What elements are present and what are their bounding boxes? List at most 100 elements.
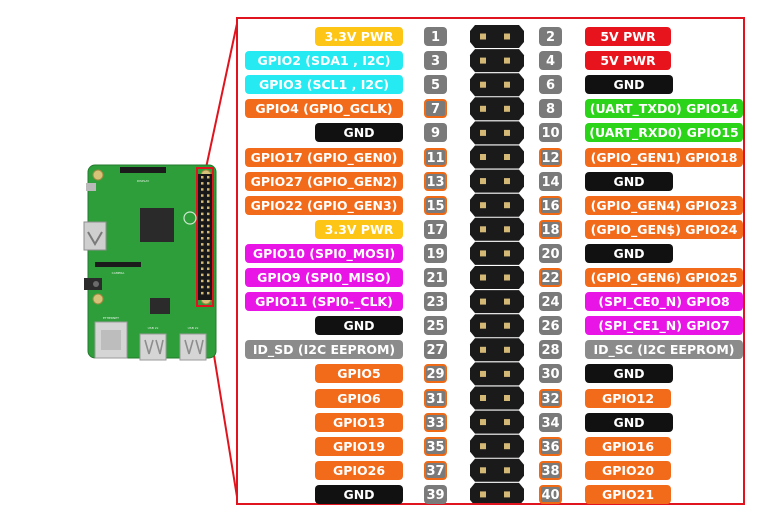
pin-label-38: GPIO20 xyxy=(585,460,671,480)
camera-label: CAMERA xyxy=(112,271,126,275)
pin-label-9: GND xyxy=(315,123,403,143)
pin-label-13: GPIO27 (GPIO_GEN2) xyxy=(245,171,403,191)
header-pin-20 xyxy=(504,250,510,257)
pin-number-18: 18 xyxy=(539,219,562,239)
header-row-2 xyxy=(470,49,524,73)
pin-number-10: 10 xyxy=(539,123,562,143)
header-row-9 xyxy=(470,217,524,241)
board-pin-9 xyxy=(201,200,204,203)
board-pin-1 xyxy=(201,176,204,179)
header-pin-11 xyxy=(480,154,486,160)
header-pin-18 xyxy=(504,226,510,233)
header-pin-21 xyxy=(480,274,486,281)
usb-controller-chip xyxy=(150,298,170,314)
header-row-16 xyxy=(470,386,524,410)
header-row-20 xyxy=(470,482,524,503)
pin-number-12: 12 xyxy=(539,147,562,167)
pin-label-20: GND xyxy=(585,243,673,263)
header-pin-38 xyxy=(504,467,510,474)
raspberry-logo-icon xyxy=(183,211,197,225)
pin-label-10: (UART_RXD0) GPIO15 xyxy=(585,123,743,143)
board-pin-26 xyxy=(207,249,210,252)
header-row-8 xyxy=(470,193,524,217)
header-pin-30 xyxy=(504,370,510,377)
header-pin-23 xyxy=(480,298,486,305)
pin-label-25: GND xyxy=(315,316,403,336)
pin-label-40: GPIO21 xyxy=(585,484,671,504)
pin-number-36: 36 xyxy=(539,436,562,456)
usb-port-right-shape xyxy=(184,339,204,355)
pin-number-4: 4 xyxy=(539,51,562,71)
board-pin-24 xyxy=(207,243,210,246)
board-pin-33 xyxy=(201,273,204,277)
board-pin-17 xyxy=(201,224,204,228)
board-pin-3 xyxy=(201,182,204,185)
mounting-hole xyxy=(92,169,104,181)
header-row-1 xyxy=(470,25,524,48)
pin-label-6: GND xyxy=(585,75,673,95)
board-pin-2 xyxy=(207,176,210,179)
pin-number-27: 27 xyxy=(424,340,447,360)
header-pin-22 xyxy=(504,274,510,281)
pin-number-25: 25 xyxy=(424,316,447,336)
header-row-7 xyxy=(470,169,524,193)
header-pin-1 xyxy=(480,33,486,40)
header-row-5 xyxy=(470,121,524,145)
board-pin-40 xyxy=(207,291,210,295)
pin-number-2: 2 xyxy=(539,27,562,46)
board-pin-34 xyxy=(207,273,210,277)
pin-number-17: 17 xyxy=(424,219,447,239)
header-pin-26 xyxy=(504,322,510,329)
pin-label-22: (GPIO_GEN6) GPIO25 xyxy=(585,268,743,287)
pin-number-3: 3 xyxy=(424,51,447,71)
pin-number-5: 5 xyxy=(424,75,447,95)
header-row-17 xyxy=(470,410,524,434)
board-pin-15 xyxy=(201,218,204,222)
hdmi-port xyxy=(83,221,107,251)
callout-line-top xyxy=(205,18,239,169)
pin-number-20: 20 xyxy=(539,243,562,263)
header-pin-13 xyxy=(480,178,486,185)
header-pin-37 xyxy=(480,467,486,474)
pin-label-29: GPIO5 xyxy=(315,364,403,384)
pin-label-16: (GPIO_GEN4) GPIO23 xyxy=(585,195,743,215)
header-pin-40 xyxy=(504,491,510,498)
pin-number-38: 38 xyxy=(539,460,562,480)
usb-port-left-shape xyxy=(144,339,164,355)
pin-number-21: 21 xyxy=(424,268,447,287)
pin-number-7: 7 xyxy=(424,99,447,119)
header-row-14 xyxy=(470,338,524,362)
pin-label-1: 3.3V PWR xyxy=(315,27,403,46)
header-pin-33 xyxy=(480,419,486,426)
pin-label-31: GPIO6 xyxy=(315,388,403,408)
board-pin-7 xyxy=(201,194,204,197)
pin-label-27: ID_SD (I2C EEPROM) xyxy=(245,340,403,360)
header-pin-12 xyxy=(504,154,510,160)
pin-number-32: 32 xyxy=(539,388,562,408)
board-pin-13 xyxy=(201,212,204,216)
board-pin-29 xyxy=(201,261,204,264)
pin-label-32: GPIO12 xyxy=(585,388,671,408)
soc-chip xyxy=(140,208,174,242)
board-pin-16 xyxy=(207,218,210,222)
board-pin-20 xyxy=(207,230,210,234)
pin-number-1: 1 xyxy=(424,27,447,46)
board-pin-39 xyxy=(201,291,204,295)
header-row-12 xyxy=(470,290,524,314)
ethernet-port-socket xyxy=(101,330,121,350)
board-pin-23 xyxy=(201,243,204,246)
board-pin-38 xyxy=(207,285,210,289)
header-row-10 xyxy=(470,241,524,265)
header-pin-25 xyxy=(480,322,486,329)
header-pin-16 xyxy=(504,202,510,209)
header-row-15 xyxy=(470,362,524,386)
camera-connector xyxy=(95,262,141,267)
display-connector xyxy=(120,167,166,173)
pin-label-14: GND xyxy=(585,171,673,191)
header-row-4 xyxy=(470,97,524,121)
pin-label-26: (SPI_CE1_N) GPIO7 xyxy=(585,316,743,336)
board-pin-21 xyxy=(201,237,204,240)
pin-number-35: 35 xyxy=(424,436,447,456)
